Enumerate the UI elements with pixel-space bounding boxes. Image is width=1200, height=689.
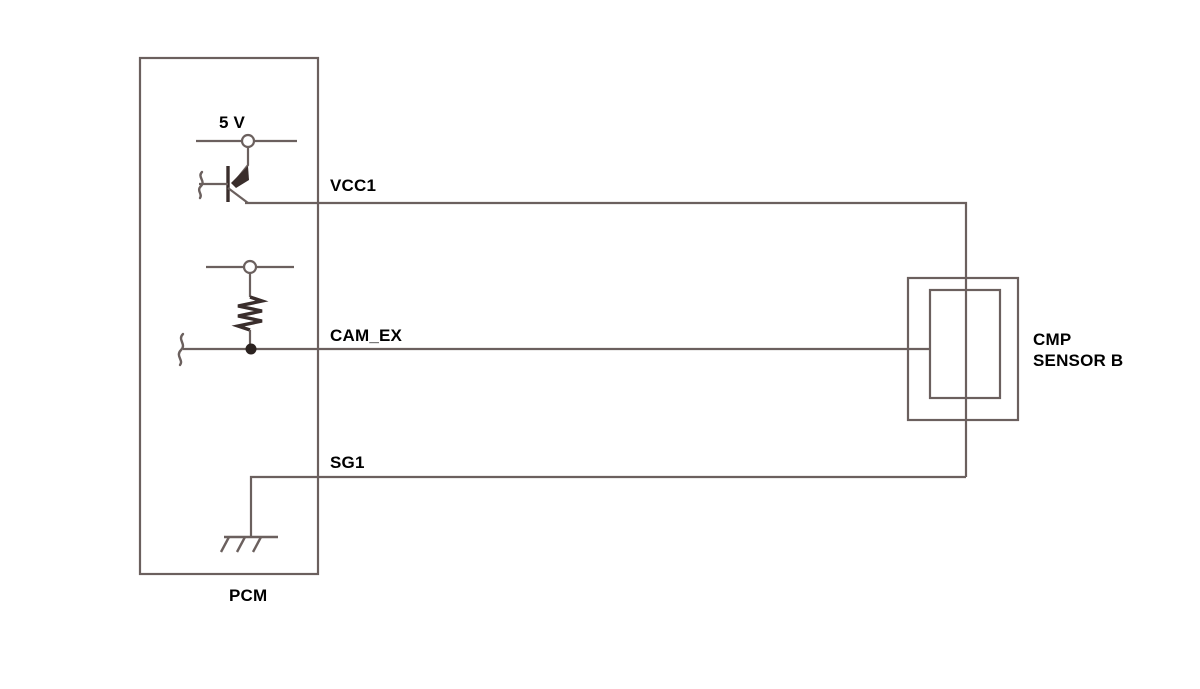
sg1-label: SG1 [330,453,365,472]
pcm-label: PCM [229,586,267,605]
vcc1-label: VCC1 [330,176,376,195]
supply-voltage-label: 5 V [219,113,246,132]
supply-node-circle [240,133,256,149]
ground-hatch-2 [235,536,247,553]
base-lead-break-icon [197,170,204,200]
resistor-node-circle [242,259,258,275]
transistor-emitter-arrow [231,166,249,188]
ground-hatch-1 [219,536,231,553]
ground-hatch-3 [251,536,263,553]
sensor-inner-body [928,288,1002,400]
pcm-enclosure [138,56,320,576]
sg1-wire [249,475,966,537]
vcc1-wire [245,201,968,477]
sensor-outer-housing [906,276,1020,422]
resistor-body [231,295,269,332]
transistor-collector-lead [227,187,249,204]
sensor-label-line2: SENSOR B [1033,351,1123,370]
cam-ex-label: CAM_EX [330,326,403,345]
cam-ex-break-icon [177,332,185,367]
cam-ex-junction-dot [245,343,257,355]
sensor-label-line1: CMP [1033,330,1071,349]
